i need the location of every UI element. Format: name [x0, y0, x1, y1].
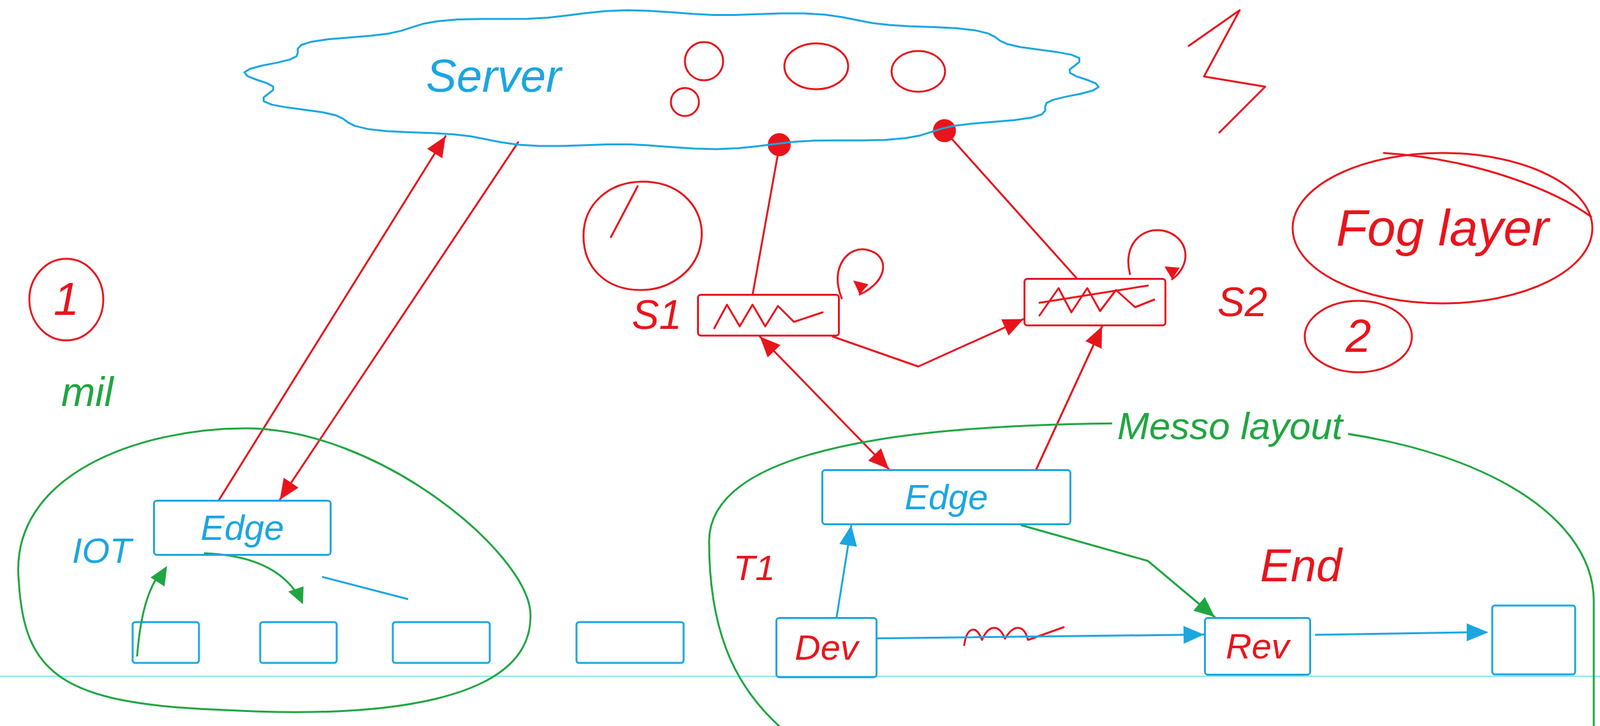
connector: [219, 136, 446, 500]
device-symbol: [392, 622, 490, 664]
arrow-head: [1164, 266, 1180, 280]
callout-circle: [1292, 153, 1593, 304]
node-outline: [709, 418, 1596, 726]
sketch-stroke: [610, 186, 638, 238]
connector-line: [1021, 525, 1215, 618]
callout-number: 2: [1345, 311, 1372, 362]
label-holder: Fog layer: [0, 0, 213, 57]
node-label: S2: [1217, 279, 1268, 325]
arrow-head: [279, 478, 299, 500]
note: T1: [733, 548, 775, 588]
arrow-head: [868, 448, 889, 470]
connector-line: [1036, 326, 1102, 470]
callout-circle: [1304, 300, 1412, 373]
red-sketch: [29, 10, 1593, 646]
outline-path: [709, 423, 1594, 726]
device-box: Rev: [1203, 617, 1312, 676]
arrow-head: [839, 525, 858, 548]
server-cloud: Server: [234, 6, 1109, 154]
scribble: [1039, 285, 1155, 316]
green-sketch: [137, 553, 299, 657]
scribble: [714, 304, 823, 329]
connector: [877, 626, 1204, 645]
arrow-head: [1001, 319, 1024, 337]
server-instance: [891, 51, 946, 92]
iot-region: IOT Edge: [8, 413, 536, 720]
node-label: Server: [425, 51, 562, 102]
connector-line: [760, 336, 889, 470]
node-label: S1: [631, 292, 682, 338]
arrow-head: [853, 280, 869, 295]
connector: [752, 144, 780, 294]
connector: [836, 525, 858, 618]
layer-title: Fog layer: [1335, 200, 1549, 257]
sketch-circle: [583, 181, 702, 291]
arrow-head: [1193, 597, 1215, 618]
label-holder: 1: [0, 0, 26, 51]
wire: [1314, 632, 1468, 636]
label-holder: 2: [0, 0, 26, 51]
edge-box: Edge: [821, 469, 1072, 526]
device-boxes: [132, 577, 1576, 675]
connector: [1021, 525, 1215, 618]
connector: [832, 319, 1024, 367]
server-instance: [784, 43, 849, 90]
callout-circle: [29, 258, 104, 341]
arrow-head: [427, 136, 446, 159]
server-instance: [684, 42, 724, 81]
node-label: IOT: [72, 531, 132, 571]
node-label: Rev: [1225, 626, 1290, 667]
arrow-head: [288, 586, 304, 605]
server-instance: [670, 88, 699, 117]
label-holder: End: [0, 0, 82, 51]
fog-node: S1: [697, 293, 840, 337]
node-outline: [234, 6, 1109, 154]
connector-line: [219, 136, 446, 500]
device-box: Dev: [775, 617, 878, 679]
connector-line: [944, 130, 1077, 279]
fog-node: S2: [1023, 278, 1167, 327]
mesh-region: Messo layoutEdgeDevRev: [709, 418, 1596, 726]
device-symbol: [576, 622, 684, 664]
self-loop: [1128, 230, 1186, 280]
wire: [322, 577, 409, 600]
device-symbol: [1492, 605, 1576, 675]
device-symbol: [132, 622, 199, 664]
zigzag-mark: [1188, 10, 1266, 133]
connector-line: [752, 144, 780, 294]
edge-box: Edge: [153, 499, 332, 557]
connector: [1036, 326, 1102, 470]
node-label: Edge: [200, 508, 285, 548]
outline-path: [18, 428, 531, 713]
arrow-head: [1466, 623, 1489, 642]
device-symbol: [260, 622, 337, 664]
self-loop: [837, 249, 884, 299]
node-label: Dev: [794, 628, 859, 668]
outline-path: [244, 10, 1099, 150]
connector-line: [279, 142, 519, 500]
note: End: [1260, 540, 1342, 592]
arrow-head: [1183, 626, 1204, 645]
arrow-head: [760, 336, 781, 358]
label-holder: mil: [0, 0, 53, 45]
callout-number: 1: [53, 274, 80, 325]
connector-line: [832, 319, 1024, 367]
arrow-head: [150, 566, 168, 587]
connector: [944, 130, 1077, 279]
connector-line: [877, 635, 1204, 639]
wire: [204, 553, 299, 597]
label-holder: T1: [0, 0, 42, 40]
arrow-head: [1085, 326, 1102, 349]
note: mil: [61, 369, 114, 415]
wire: [137, 572, 161, 657]
connector: [760, 336, 889, 470]
node-label: Edge: [904, 477, 989, 518]
connector: [279, 142, 519, 500]
node-label: Messo layout: [1112, 405, 1349, 448]
